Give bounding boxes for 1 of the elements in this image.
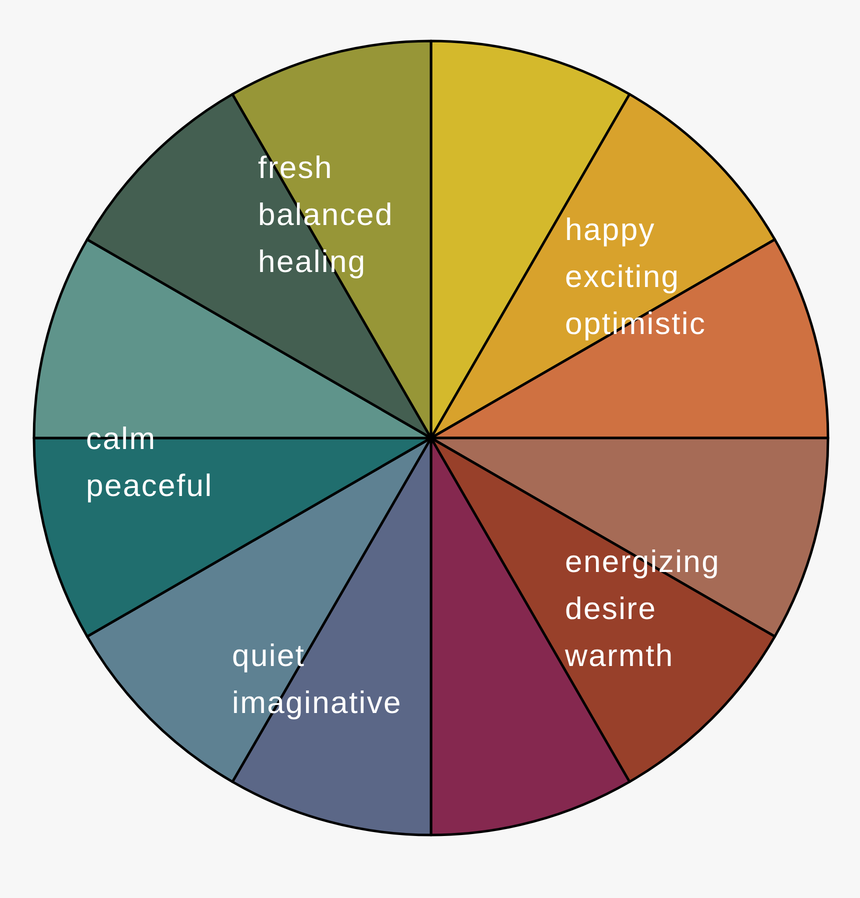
slice-label: calm peaceful — [86, 420, 213, 505]
